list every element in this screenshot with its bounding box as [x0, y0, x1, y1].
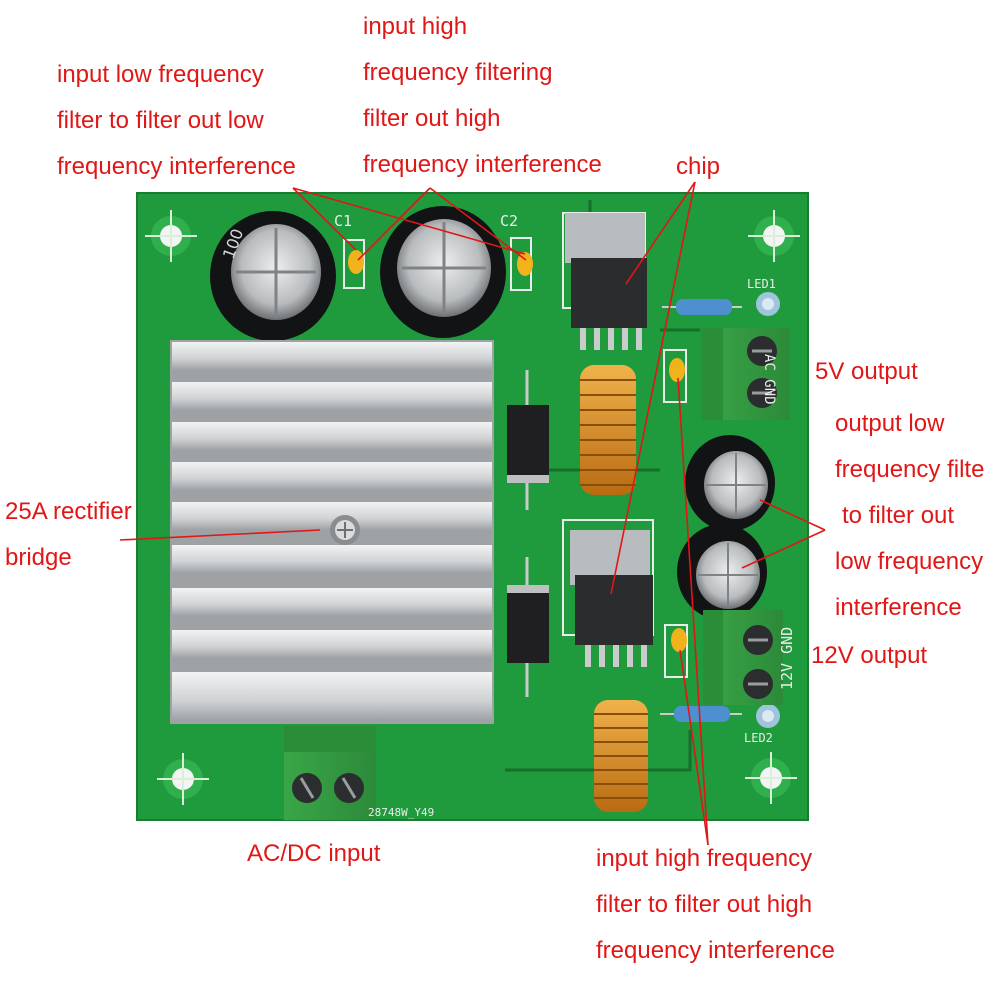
heatsink-icon: [170, 340, 494, 724]
regulator-chip-top-icon: [562, 212, 647, 350]
output-capacitor-top-icon: [685, 435, 775, 531]
annotation-line: output low: [835, 410, 945, 437]
diode-top-icon: [507, 370, 549, 510]
silkscreen-board-id: 28748W_Y49: [368, 806, 435, 819]
annotation-line: frequency interference: [596, 937, 835, 964]
silkscreen-c1: C1: [334, 212, 353, 230]
silkscreen-c2: C2: [500, 212, 519, 230]
capacitor-c1-icon: 100: [210, 211, 336, 341]
annotation-line: input high frequency: [596, 845, 813, 872]
resistor-top-icon: [662, 299, 742, 315]
terminal-block-5v-icon: [701, 328, 790, 420]
annotation-12v-output: 12V output: [811, 642, 928, 669]
diode-bottom-icon: [507, 557, 549, 697]
silkscreen-ac-gnd: AC GND: [761, 354, 777, 405]
annotation-line: frequency interference: [57, 153, 296, 180]
led2-icon: [756, 704, 780, 728]
annotation-input-low-frequency: input low frequency filter to filter out…: [57, 52, 296, 190]
annotation-line: to filter out: [842, 502, 955, 529]
mounting-hole-br-icon: [745, 752, 797, 804]
annotation-line: 25A rectifier: [5, 498, 132, 525]
annotation-line: frequency filtering: [363, 59, 553, 86]
annotation-line: bridge: [5, 544, 72, 571]
mounting-hole-bl-icon: [157, 753, 209, 805]
annotation-line: frequency filte: [835, 456, 985, 483]
led1-icon: [756, 292, 780, 316]
silkscreen-12v-gnd: 12V GND: [778, 626, 796, 690]
annotation-line: filter to filter out high: [596, 891, 813, 918]
ceramic-capacitor-icon: [343, 239, 365, 289]
annotation-5v-output: 5V output: [815, 358, 918, 385]
output-capacitor-bottom-icon: [677, 524, 767, 620]
inductor-top-icon: [580, 365, 636, 495]
annotation-line: frequency interference: [363, 151, 602, 178]
annotation-output-low-frequency: output low frequency filte to filter out…: [835, 401, 984, 631]
annotation-leader-lines: [119, 181, 826, 846]
annotation-acdc-input: AC/DC input: [247, 840, 381, 867]
annotation-line: input low frequency: [57, 61, 264, 88]
annotation-chip: chip: [676, 153, 721, 180]
ceramic-capacitor-icon: [510, 237, 533, 291]
silkscreen-led2: LED2: [744, 731, 773, 745]
regulator-chip-bottom-icon: [562, 519, 654, 667]
annotation-line: input high: [363, 13, 468, 40]
annotation-line: filter to filter out low: [57, 107, 264, 134]
mounting-hole-tr-icon: [748, 210, 800, 262]
annotation-line: low frequency: [835, 548, 984, 575]
ceramic-capacitor-icon: [663, 349, 687, 403]
annotation-line: filter out high: [363, 105, 501, 132]
capacitor-c2-icon: [380, 206, 506, 338]
annotation-input-high-frequency-top: input high frequency filtering filter ou…: [363, 4, 602, 188]
terminal-block-12v-icon: [703, 610, 783, 705]
silkscreen-led1: LED1: [747, 277, 776, 291]
mounting-hole-tl-icon: [145, 210, 197, 262]
terminal-block-input-icon: [284, 726, 376, 820]
annotation-rectifier-bridge: 25A rectifier bridge: [5, 489, 132, 581]
annotation-input-high-frequency-bottom: input high frequency filter to filter ou…: [596, 836, 835, 974]
inductor-bottom-icon: [594, 700, 648, 812]
annotation-line: interference: [835, 594, 962, 621]
ceramic-capacitor-icon: [664, 624, 688, 678]
